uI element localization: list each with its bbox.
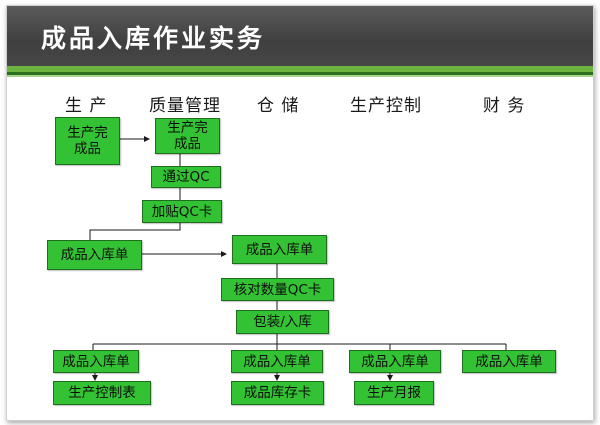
title-stripe xyxy=(7,66,593,72)
box-production-control-sheet: 生产控制表 xyxy=(53,381,151,405)
title-stripe xyxy=(7,75,593,77)
box-production-receipt: 成品入库单 xyxy=(47,240,142,270)
box-production-receipt-copy: 成品入库单 xyxy=(53,350,139,373)
box-pack-store: 包装/入库 xyxy=(236,310,329,334)
box-production-control-receipt-copy: 成品入库单 xyxy=(349,350,441,373)
column-header-quality: 质量管理 xyxy=(149,96,221,116)
flow-connectors xyxy=(89,136,507,381)
box-attach-qc-card: 加贴QC卡 xyxy=(142,200,222,223)
box-warehouse-receipt: 成品入库单 xyxy=(232,235,327,264)
box-verify-qc-card: 核对数量QC卡 xyxy=(221,278,334,301)
connector-card-to-receipt xyxy=(89,223,181,240)
column-header-production-control: 生产控制 xyxy=(350,96,422,116)
title-stripe xyxy=(7,72,593,75)
box-pass-qc: 通过QC xyxy=(151,166,221,188)
box-warehouse-receipt-copy: 成品入库单 xyxy=(231,350,323,373)
box-monthly-report: 生产月报 xyxy=(354,381,434,405)
box-inventory-card: 成品库存卡 xyxy=(231,381,324,405)
column-header-production: 生 产 xyxy=(65,96,108,116)
slide: 成品入库作业实务 生 产 质量管理 仓 储 生产控制 财 务 xyxy=(6,5,594,421)
box-finance-receipt-copy: 成品入库单 xyxy=(462,350,556,373)
slide-title: 成品入库作业实务 xyxy=(41,24,266,53)
title-bar: 成品入库作业实务 xyxy=(7,6,593,66)
column-header-warehouse: 仓 储 xyxy=(257,96,300,116)
box-production-finished: 生产完 成品 xyxy=(55,117,120,165)
box-quality-finished: 生产完 成品 xyxy=(155,118,220,154)
column-header-finance: 财 务 xyxy=(483,96,526,116)
